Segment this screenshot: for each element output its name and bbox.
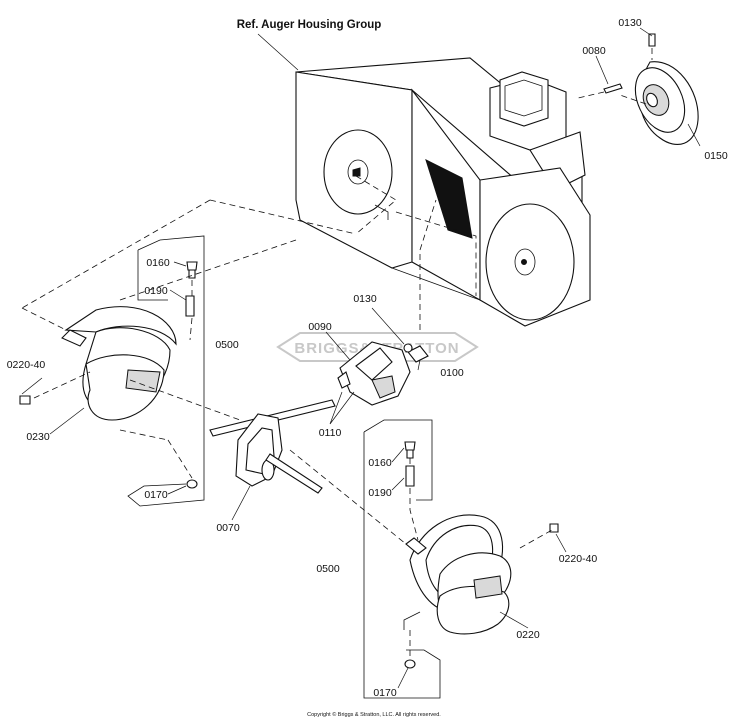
left-auger (61, 306, 177, 421)
callout-0500-left: 0500 (215, 339, 239, 351)
hardware-parts (19, 261, 559, 669)
callout-0220-40-left: 0220-40 (7, 359, 46, 371)
callout-0110: 0110 (319, 427, 342, 439)
callout-0160-right: 0160 (368, 457, 392, 469)
callout-0090: 0090 (308, 321, 332, 333)
callout-labels: 0130 0080 0150 0130 0090 0100 0110 0070 … (7, 17, 728, 699)
callout-0150: 0150 (704, 150, 728, 162)
auger-housing (295, 57, 591, 327)
gearbox-assembly (337, 341, 429, 406)
callout-0070: 0070 (216, 522, 240, 534)
callout-0080: 0080 (582, 45, 606, 57)
callout-0130-mid: 0130 (353, 293, 377, 305)
callout-0500-right: 0500 (316, 563, 340, 575)
callout-0100: 0100 (440, 367, 464, 379)
callout-0190-left: 0190 (144, 285, 168, 297)
callout-0190-right: 0190 (368, 487, 392, 499)
callout-0230: 0230 (26, 431, 50, 443)
callout-0170-right: 0170 (373, 687, 397, 699)
right-auger (405, 514, 512, 635)
assembly-lines (21, 48, 653, 699)
pulley-assembly (603, 33, 699, 145)
callout-0220-40-right: 0220-40 (559, 553, 598, 565)
callout-0170-left: 0170 (144, 489, 168, 501)
callout-0220: 0220 (516, 629, 540, 641)
copyright-notice: Copyright © Briggs & Stratton, LLC. All … (307, 711, 441, 718)
callout-0130-top: 0130 (618, 17, 642, 29)
auger-shaft-assembly (209, 399, 336, 494)
leader-lines (21, 27, 701, 689)
callout-0160-left: 0160 (146, 257, 170, 269)
reference-label: Ref. Auger Housing Group (237, 19, 382, 31)
